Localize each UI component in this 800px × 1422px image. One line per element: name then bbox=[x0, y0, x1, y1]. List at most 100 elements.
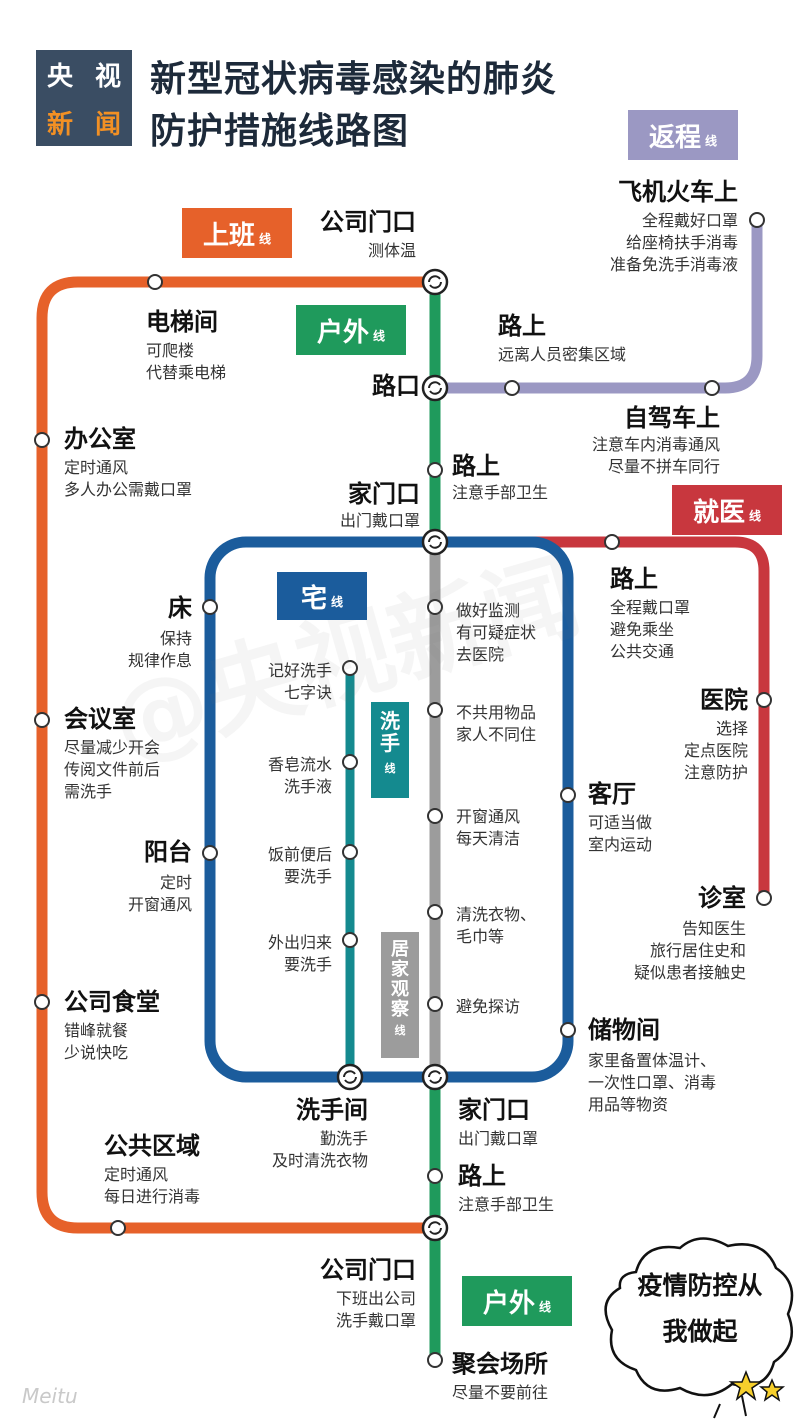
station-home-door-bottom-desc: 出门戴口罩 bbox=[458, 1129, 539, 1148]
handwash-stop: 饭前便后 要洗手 bbox=[267, 845, 332, 886]
station-office-desc: 定时通风 多人办公需戴口罩 bbox=[64, 458, 193, 499]
station-canteen-desc: 错峰就餐 少说快吃 bbox=[64, 1021, 129, 1062]
station-road-return-desc: 远离人员密集区域 bbox=[498, 345, 627, 364]
station-road-return: 路上 bbox=[498, 312, 546, 340]
station-public-area: 公共区域 bbox=[104, 1132, 200, 1160]
station-dot bbox=[427, 904, 443, 920]
station-road-medical: 路上 bbox=[610, 565, 658, 593]
station-dot bbox=[604, 534, 620, 550]
observation-stop: 避免探访 bbox=[456, 997, 521, 1016]
station-company-door-bottom: 公司门口 bbox=[320, 1256, 416, 1284]
station-company-door-top-desc: 测体温 bbox=[367, 241, 416, 260]
station-dot bbox=[427, 996, 443, 1012]
station-clinic-desc: 告知医生 旅行居住史和 疑似患者接触史 bbox=[633, 919, 746, 982]
station-clinic: 诊室 bbox=[698, 884, 746, 912]
station-home-door-top: 家门口 bbox=[348, 480, 420, 508]
medical-line-tag: 就医线 bbox=[672, 485, 782, 535]
observation-line-tag: 居 家 观 察线 bbox=[381, 932, 419, 1058]
transfer-icon bbox=[336, 268, 449, 1242]
station-home-door-top-desc: 出门戴口罩 bbox=[339, 511, 420, 530]
station-road-hygiene-top-desc: 注意手部卫生 bbox=[452, 483, 549, 502]
station-road-hygiene-bottom: 路上 bbox=[458, 1162, 506, 1190]
station-dot bbox=[427, 1352, 443, 1368]
cctv-news-logo: 央 视 新 闻 bbox=[36, 50, 132, 146]
station-dot bbox=[704, 380, 720, 396]
station-dot bbox=[34, 432, 50, 448]
station-dot bbox=[147, 274, 163, 290]
handwash-stop: 香皂流水 洗手液 bbox=[267, 755, 332, 796]
station-office: 办公室 bbox=[64, 425, 136, 453]
station-dot bbox=[202, 599, 218, 615]
station-balcony-desc: 定时 开窗通风 bbox=[127, 873, 192, 914]
station-dot bbox=[504, 380, 520, 396]
observation-stop: 开窗通风 每天清洁 bbox=[456, 807, 521, 848]
station-dot bbox=[749, 212, 765, 228]
station-dot bbox=[110, 1220, 126, 1236]
station-dot bbox=[427, 599, 443, 615]
station-bed-desc: 保持 规律作息 bbox=[127, 629, 192, 670]
outdoor-line-tag-top: 户外线 bbox=[296, 305, 406, 355]
brand-watermark: Meitu bbox=[22, 1384, 78, 1408]
station-dot bbox=[427, 462, 443, 478]
station-self-drive: 自驾车上 bbox=[624, 404, 720, 432]
work-line-tag: 上班线 bbox=[182, 208, 292, 258]
handwash-stop: 外出归来 要洗手 bbox=[267, 933, 332, 974]
station-dot bbox=[202, 845, 218, 861]
return-line-tag: 返程线 bbox=[628, 110, 738, 160]
medical-line bbox=[435, 536, 770, 898]
station-dot bbox=[342, 660, 358, 676]
station-dot bbox=[756, 890, 772, 906]
outdoor-line-tag-bottom: 户外线 bbox=[462, 1276, 572, 1326]
station-washroom-desc: 勤洗手 及时清洗衣物 bbox=[271, 1129, 368, 1170]
station-gathering-desc: 尽量不要前往 bbox=[452, 1383, 549, 1402]
station-elevator: 电梯间 bbox=[146, 308, 218, 336]
station-living-room-desc: 可适当做 室内运动 bbox=[588, 813, 653, 854]
station-home-door-bottom: 家门口 bbox=[458, 1096, 530, 1124]
station-storage-desc: 家里备置体温计、 一次性口罩、消毒 用品等物资 bbox=[588, 1051, 717, 1114]
home-line bbox=[204, 536, 574, 1083]
station-meeting-room-desc: 尽量减少开会 传阅文件前后 需洗手 bbox=[64, 738, 161, 801]
station-storage: 储物间 bbox=[588, 1016, 660, 1044]
station-road-medical-desc: 全程戴口罩 避免乘坐 公共交通 bbox=[610, 598, 691, 661]
station-dot bbox=[34, 712, 50, 728]
station-dot bbox=[342, 932, 358, 948]
slogan-cloud bbox=[604, 1237, 794, 1419]
station-plane-train-desc: 全程戴好口罩 给座椅扶手消毒 准备免洗手消毒液 bbox=[609, 211, 738, 274]
station-hospital-desc: 选择 定点医院 注意防护 bbox=[683, 719, 748, 782]
star-icon bbox=[728, 1369, 786, 1402]
observation-stop: 不共用物品 家人不同住 bbox=[456, 703, 537, 744]
station-balcony: 阳台 bbox=[144, 838, 192, 866]
station-dot bbox=[560, 1022, 576, 1038]
station-public-area-desc: 定时通风 每日进行消毒 bbox=[104, 1165, 201, 1206]
station-gathering: 聚会场所 bbox=[452, 1350, 548, 1378]
station-canteen: 公司食堂 bbox=[64, 988, 160, 1016]
handwash-line-tag: 洗 手线 bbox=[371, 702, 409, 798]
return-line bbox=[435, 220, 763, 394]
page-title-line2: 防护措施线路图 bbox=[150, 111, 410, 152]
station-plane-train: 飞机火车上 bbox=[618, 178, 738, 206]
station-elevator-desc: 可爬楼 代替乘电梯 bbox=[146, 341, 227, 382]
station-self-drive-desc: 注意车内消毒通风 尽量不拼车同行 bbox=[591, 435, 720, 476]
station-dot bbox=[560, 787, 576, 803]
station-dot bbox=[427, 808, 443, 824]
station-dot bbox=[342, 754, 358, 770]
home-line-tag: 宅线 bbox=[277, 572, 367, 620]
station-washroom: 洗手间 bbox=[296, 1096, 368, 1124]
handwash-stop: 记好洗手 七字诀 bbox=[267, 661, 332, 702]
station-dot bbox=[427, 1168, 443, 1184]
station-company-door-top: 公司门口 bbox=[320, 208, 416, 236]
station-living-room: 客厅 bbox=[588, 780, 636, 808]
page-title-line1: 新型冠状病毒感染的肺炎 bbox=[150, 59, 558, 100]
station-road-hygiene-top: 路上 bbox=[452, 452, 500, 480]
slogan-line2: 我做起 bbox=[662, 1317, 738, 1346]
station-crossing: 路口 bbox=[372, 372, 420, 400]
station-dot bbox=[342, 844, 358, 860]
station-road-hygiene-bottom-desc: 注意手部卫生 bbox=[458, 1195, 555, 1214]
station-hospital: 医院 bbox=[700, 686, 748, 714]
station-company-door-bottom-desc: 下班出公司 洗手戴口罩 bbox=[335, 1289, 416, 1330]
station-dot bbox=[756, 692, 772, 708]
station-bed: 床 bbox=[168, 594, 192, 622]
work-line bbox=[36, 276, 435, 1234]
station-dot bbox=[427, 702, 443, 718]
